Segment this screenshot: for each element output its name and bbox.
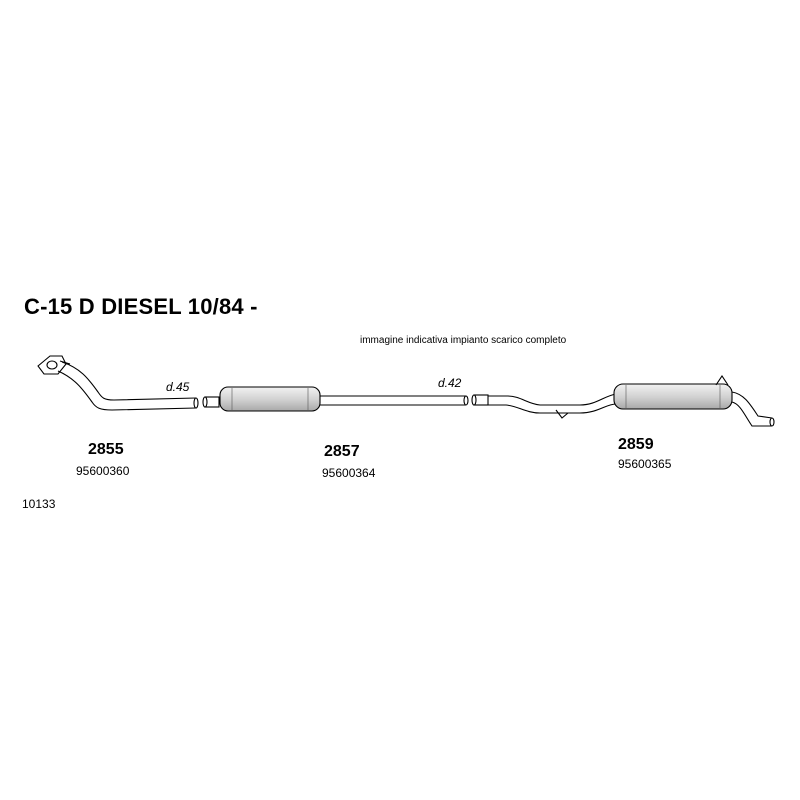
intermediate-silencer-2857: [202, 386, 469, 412]
pipe-diameter-label: d.45: [166, 380, 190, 394]
rear-silencer-2859: [471, 375, 775, 427]
part-code-2855: 2855: [88, 441, 124, 458]
pipe-diameter-label: d.42: [438, 376, 462, 390]
front-pipe-2855: [37, 355, 199, 411]
part-ref-2855: 95600360: [76, 464, 130, 478]
drawing-id: 10133: [22, 497, 56, 511]
diagram-caption: immagine indicativa impianto scarico com…: [360, 335, 567, 346]
part-code-2857: 2857: [324, 443, 360, 460]
page-title: C-15 D DIESEL 10/84 -: [24, 294, 258, 319]
part-ref-2859: 95600365: [618, 457, 672, 471]
part-code-2859: 2859: [618, 436, 654, 453]
part-ref-2857: 95600364: [322, 466, 376, 480]
